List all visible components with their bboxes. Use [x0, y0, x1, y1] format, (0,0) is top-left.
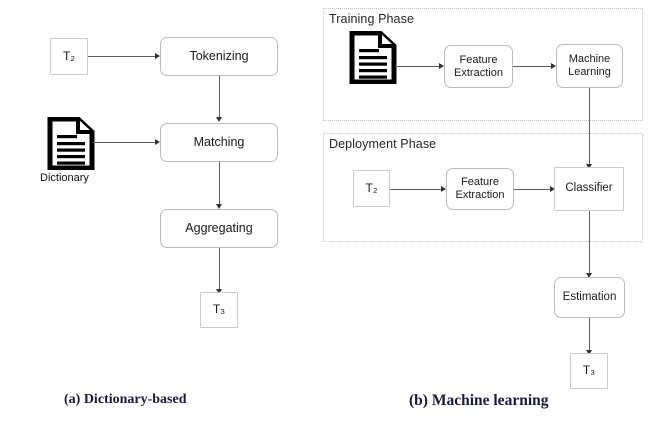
classifier-label: Classifier: [565, 182, 613, 195]
edge-classifier-estimation-line: [589, 211, 590, 273]
edge-fe1-ml-arrowhead: [551, 63, 556, 69]
machine-learning-node: Machine Learning: [556, 44, 623, 88]
training-corpus-document-icon: [349, 31, 397, 84]
edge-fe1-ml-line: [513, 66, 551, 67]
edge-fe2-classifier-arrowhead: [550, 186, 555, 192]
deployment-phase-title: Deployment Phase: [329, 137, 437, 151]
edge-matching-aggregating-line: [219, 162, 220, 204]
edge-tokenizing-matching-arrowhead: [216, 117, 222, 122]
edge-aggregating-t3-line: [219, 248, 220, 289]
training-feature-extraction: Feature Extraction: [444, 45, 513, 88]
panel-a-tokenizing: Tokenizing: [160, 37, 278, 76]
dictionary-caption: Dictionary: [40, 172, 89, 184]
edge-dictionary-matching-arrowhead: [155, 139, 160, 145]
edge-classifier-estimation-arrowhead: [586, 273, 592, 278]
deployment-feature-extraction-label-line1: Feature: [461, 176, 499, 189]
panel-b-caption: (b) Machine learning: [409, 392, 549, 409]
deployment-feature-extraction-label-line2: Extraction: [455, 189, 505, 201]
edge-tokenizing-matching-line: [219, 76, 220, 117]
training-feature-extraction-label-line1: Feature: [459, 53, 498, 66]
panel-a-matching: Matching: [160, 123, 278, 162]
edge-t2-fe2-arrowhead: [441, 186, 446, 192]
estimation-node: Estimation: [554, 277, 625, 318]
edge-t2-tokenizing-line: [88, 56, 155, 57]
edge-t2-fe2-line: [390, 189, 441, 190]
panel-a-input-t2: T₂: [50, 38, 88, 75]
training-phase-group: [323, 8, 643, 121]
edge-ml-classifier-line: [589, 88, 590, 164]
deployment-feature-extraction: Feature Extraction: [446, 168, 514, 210]
deployment-input-t2: T₂: [353, 170, 390, 207]
edge-matching-aggregating-arrowhead: [216, 204, 222, 209]
edge-fe2-classifier-line: [514, 189, 550, 190]
deployment-phase-group: [323, 133, 643, 242]
panel-a-aggregating-label: Aggregating: [185, 221, 253, 236]
edge-estimation-t3-line: [589, 318, 590, 350]
edge-aggregating-t3-arrowhead: [216, 289, 222, 294]
deployment-output-t3-label: T₃: [582, 363, 596, 378]
edge-ml-classifier-arrowhead: [586, 164, 592, 169]
panel-a-aggregating: Aggregating: [160, 209, 278, 248]
edge-estimation-t3-arrowhead: [586, 350, 592, 355]
machine-learning-label-line2: Learning: [568, 66, 611, 78]
edge-t2-tokenizing-arrowhead: [155, 53, 160, 59]
panel-a-caption: (a) Dictionary-based: [64, 392, 187, 407]
edge-corpus-fe1-line: [395, 66, 439, 67]
panel-a-output-t3: T₃: [200, 292, 238, 328]
panel-a-output-t3-label: T₃: [212, 302, 226, 317]
estimation-label: Estimation: [562, 290, 617, 303]
dictionary-document-icon: [47, 117, 95, 170]
edge-corpus-fe1-arrowhead: [439, 63, 444, 69]
classifier-node: Classifier: [554, 167, 624, 211]
edge-dictionary-matching-line: [93, 142, 155, 143]
training-feature-extraction-label-line2: Extraction: [454, 66, 503, 79]
panel-a-tokenizing-label: Tokenizing: [189, 49, 249, 64]
panel-a-matching-label: Matching: [193, 135, 245, 150]
machine-learning-label-line1: Machine: [568, 53, 611, 66]
training-phase-title: Training Phase: [329, 12, 415, 26]
deployment-input-t2-label: T₂: [365, 180, 378, 195]
deployment-output-t3: T₃: [570, 353, 608, 389]
panel-a-input-t2-label: T₂: [63, 48, 75, 63]
